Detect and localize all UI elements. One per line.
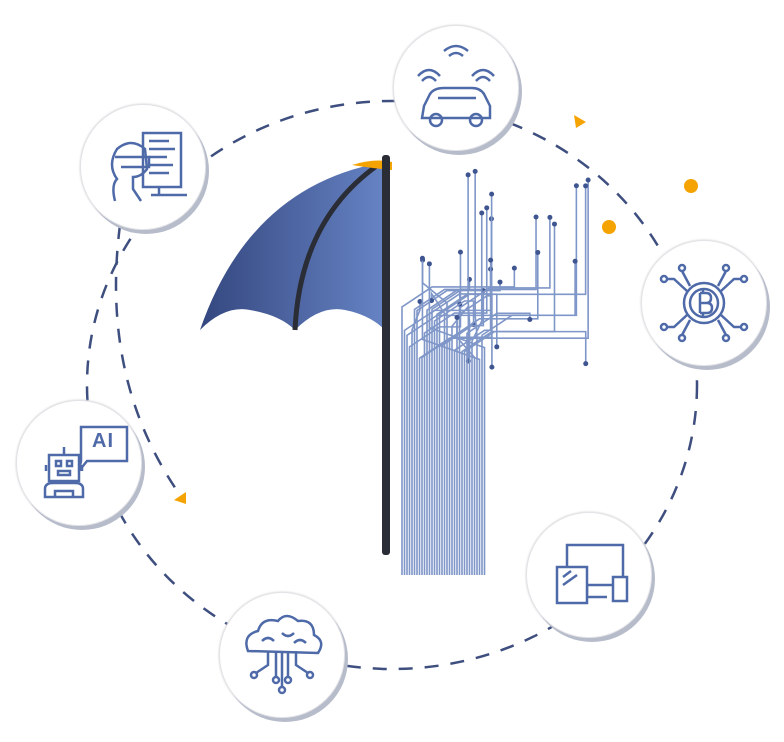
node-devices[interactable] [526,512,652,638]
inner-dashed-arc [114,224,182,496]
circuit-node [535,249,541,255]
circuit-trace [421,258,481,575]
circuit-trace [423,207,488,575]
circuit-trace [433,300,475,575]
circuit-trace [426,289,461,575]
circuit-trace [401,268,516,575]
circuit-node [497,279,503,285]
circuit-trace [428,263,486,575]
arrow-head-top [574,115,586,128]
circuit-trace [436,185,587,575]
node-cloud-brain[interactable] [219,592,345,718]
circuit-node [494,344,500,350]
hacker-computer-icon [110,131,187,202]
circuit-node [489,364,495,370]
circuit-node [527,316,533,322]
umbrella-shaft [382,155,390,555]
circuit-trace [481,261,576,575]
circuit-node [484,205,490,211]
ai-speech-label: AI [92,430,114,452]
circuit-node [533,214,539,220]
node-ai-robot[interactable]: AI [16,400,142,526]
connected-car-icon [417,44,495,128]
circuit-trace [474,171,478,575]
circuit-traces [401,168,591,575]
circuit-node [572,258,578,264]
circuit-node [479,210,485,216]
circuit-node [583,183,589,189]
circuit-trace [438,293,498,575]
circuit-node [457,249,463,255]
circuit-node [511,265,517,271]
circuit-node [551,221,557,227]
circuit-node [454,314,460,320]
circuit-node [585,177,591,183]
node-connected-car[interactable] [393,25,519,151]
circuit-trace [431,279,471,575]
ai-robot-icon [43,425,129,499]
umbrella-rib [292,162,380,331]
bitcoin-network-icon [659,263,749,343]
circuit-node [429,298,435,304]
circuit-trace [448,252,539,575]
cloud-brain-icon [245,614,323,695]
circuit-node [419,255,425,261]
orange-dot [684,179,698,193]
circuit-trace [456,260,492,575]
circuit-node [489,191,495,197]
circuit-trace [467,174,471,575]
circuit-node [426,261,432,267]
circuit-node [547,214,553,220]
orange-dot [602,220,616,234]
circuit-node [573,183,579,189]
circuit-trace [456,317,476,575]
circuit-trace [458,217,551,575]
circuit-trace [430,290,446,575]
umbrella-canopy [200,162,385,330]
node-bitcoin[interactable] [641,240,767,366]
arrow-head-left [174,492,186,504]
circuit-node [472,168,478,174]
circuit-trace [463,330,587,575]
circuit-node [583,361,589,367]
node-cyber-user[interactable] [80,104,206,230]
multi-device-icon [555,543,629,605]
circuit-trace [441,290,485,575]
circuit-node [488,257,494,263]
dashed-orbit [85,99,699,671]
circuit-node [465,172,471,178]
circuit-trace [453,269,492,575]
circuit-node [417,298,423,304]
circuit-trace [413,217,537,575]
circuit-trace [461,224,556,575]
